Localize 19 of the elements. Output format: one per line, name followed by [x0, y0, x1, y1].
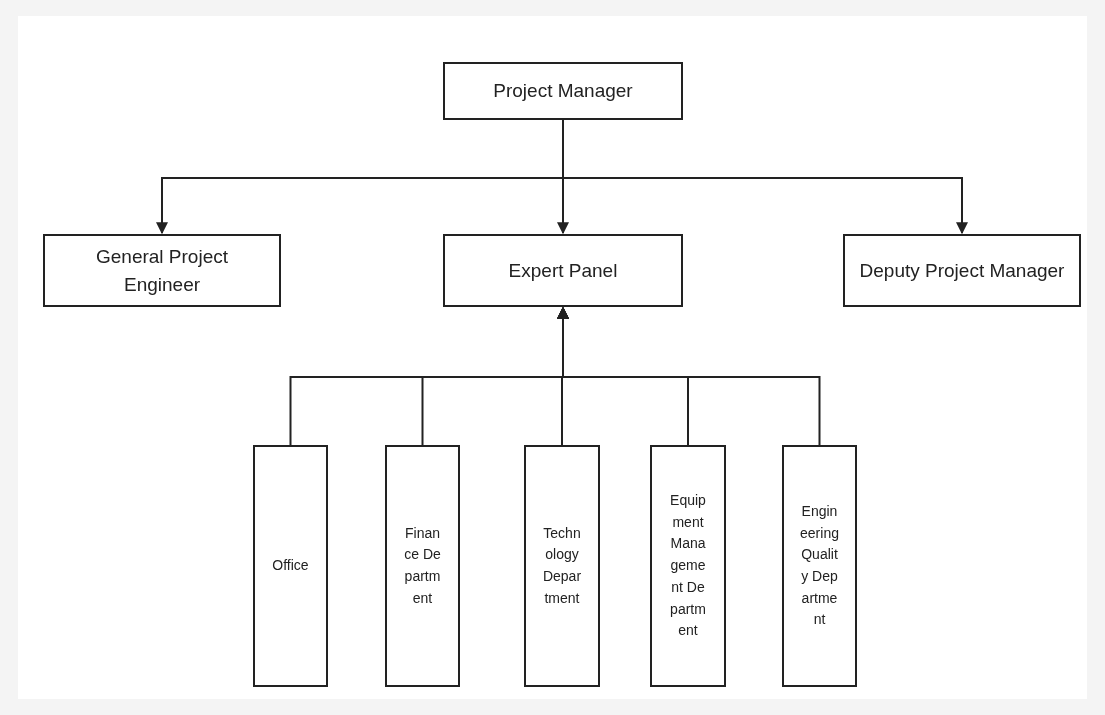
node-label: Technology Department: [542, 523, 582, 608]
node-label: Office: [272, 556, 309, 576]
department-box: [385, 445, 460, 687]
department-box: [650, 445, 726, 687]
department-box: [253, 445, 328, 687]
node-label: Expert Panel: [508, 258, 618, 283]
node-label: Engineering Quality Department: [800, 501, 839, 630]
role-box: [443, 62, 683, 120]
department-box: [782, 445, 857, 687]
role-box: [43, 234, 281, 307]
node-label: Project Manager: [493, 79, 633, 104]
role-box: [443, 234, 683, 307]
role-box: [843, 234, 1081, 307]
node-label: Finance Department: [403, 523, 442, 608]
connector-arrow: [557, 306, 821, 446]
node-label: General Project Engineer: [95, 244, 229, 297]
department-box: [524, 445, 600, 687]
node-label: Deputy Project Manager: [859, 258, 1065, 283]
node-label: Equipment Management Department: [669, 491, 707, 641]
